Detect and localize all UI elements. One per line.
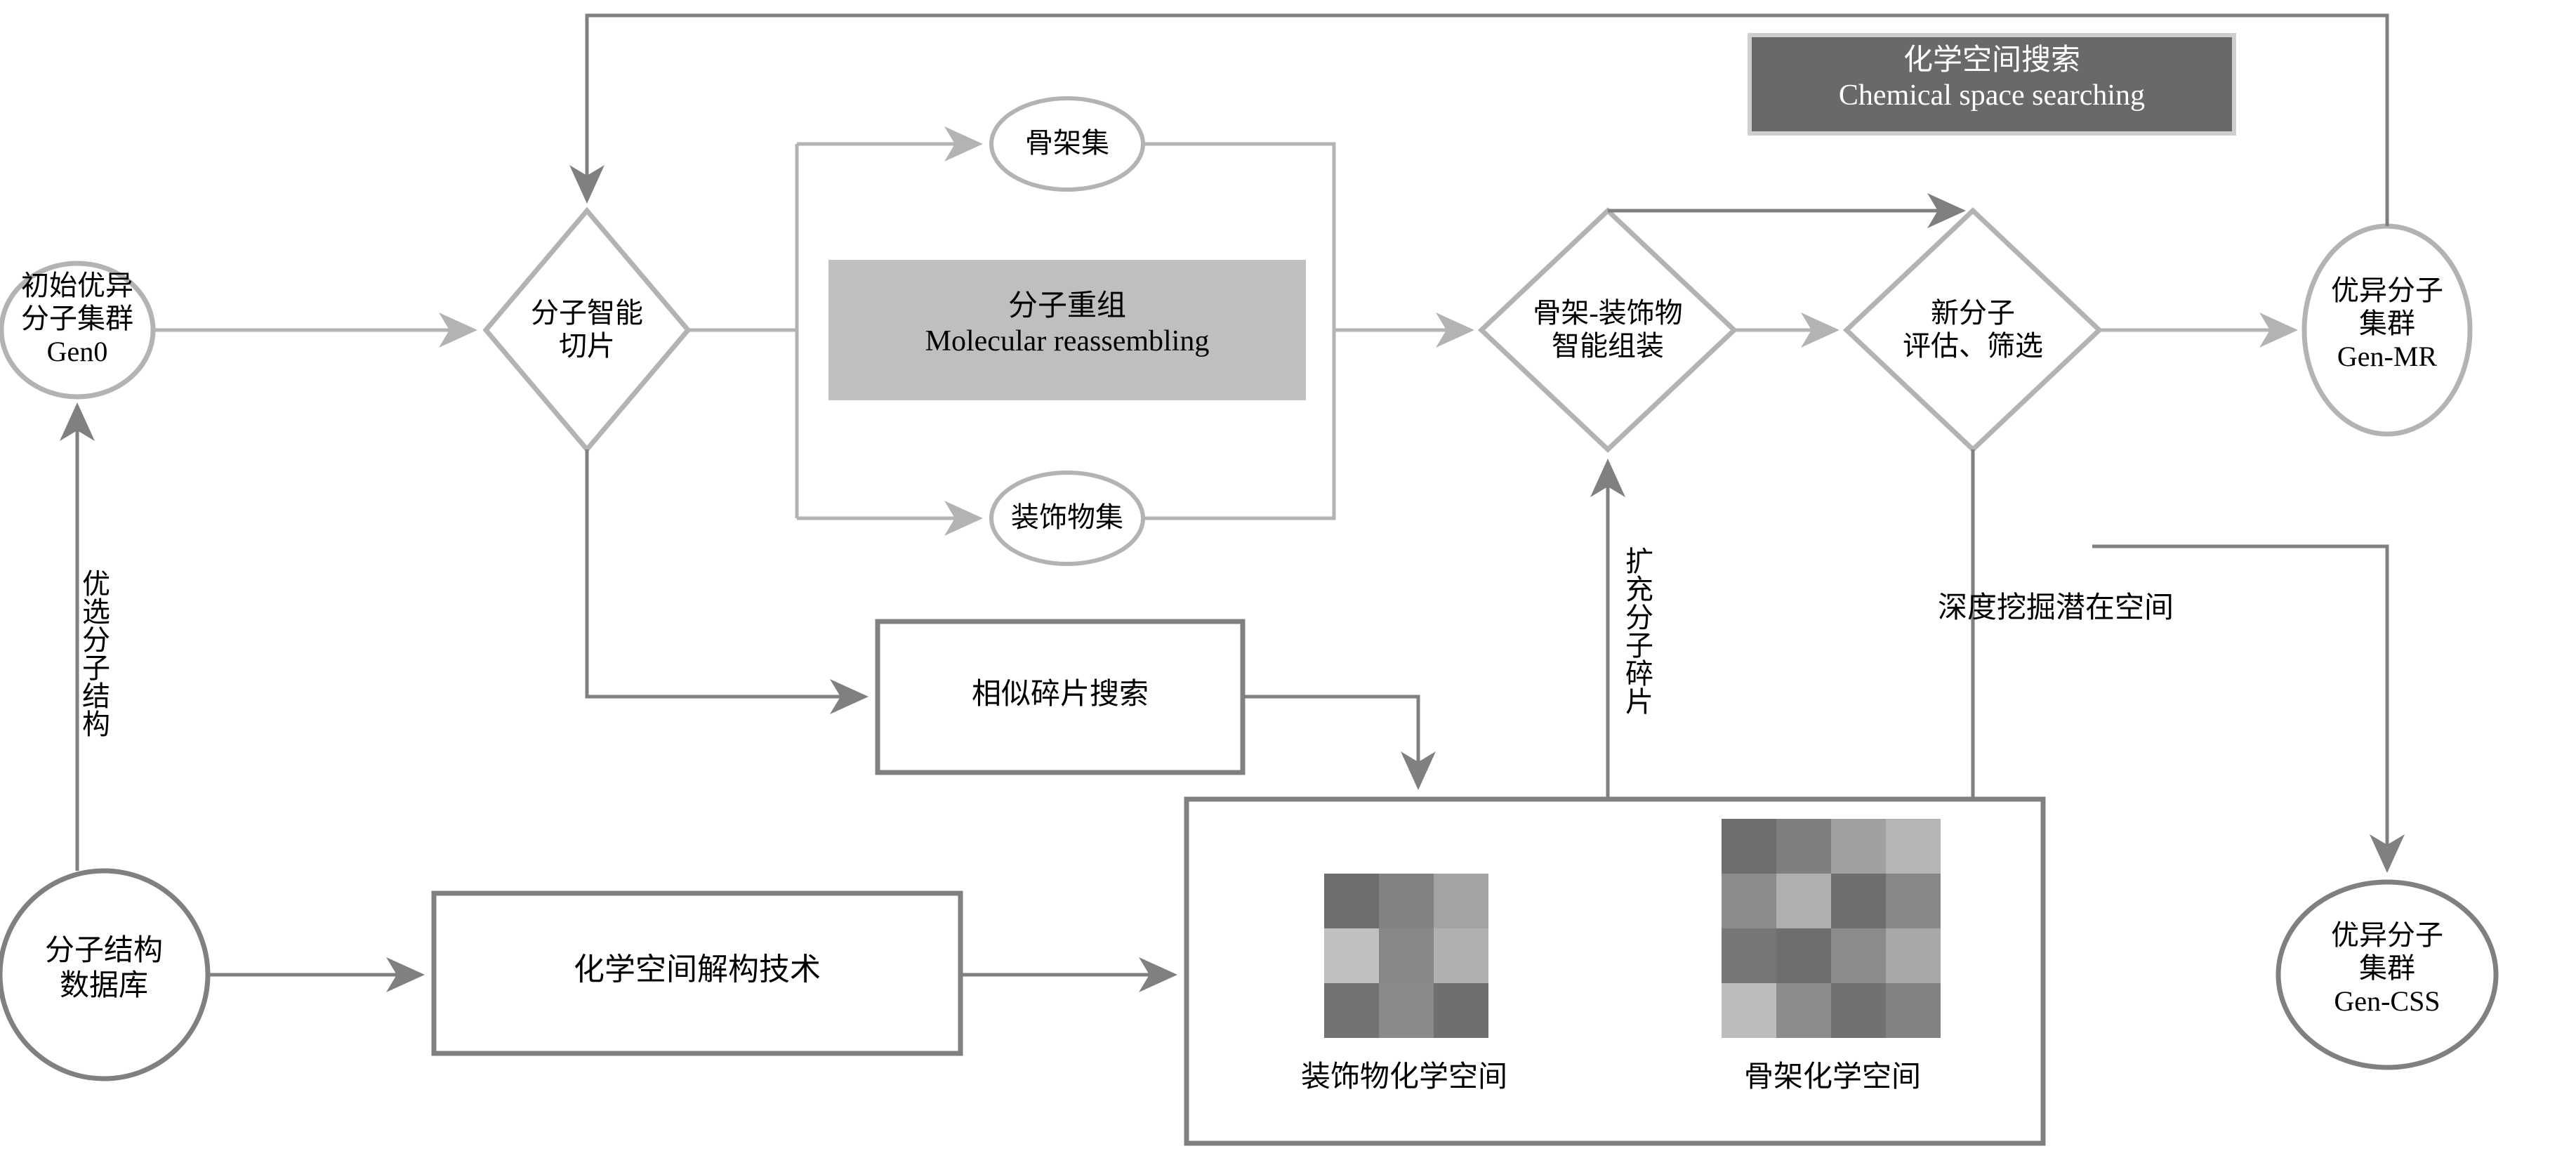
node-scaffold-set xyxy=(989,96,1145,192)
edge-fragment-search-to-space xyxy=(1243,695,1436,790)
label-evaluation: 新分子 评估、筛选 xyxy=(1903,297,2043,362)
node-assembly xyxy=(1477,207,1738,453)
label-scaffold-set: 骨架集 xyxy=(1025,127,1109,159)
node-decoration-set xyxy=(989,471,1145,566)
label-gen-css: 优异分子 集群 Gen-CSS xyxy=(2331,919,2443,1018)
label-gen-mr: 优异分子 集群 Gen-MR xyxy=(2331,275,2443,373)
edge-deep-mining-to-gencss xyxy=(2092,544,2405,873)
label-heatmap-scaffold: 骨架化学空间 xyxy=(1743,1061,1921,1093)
label-reassembling: 分子重组 Molecular reassembling xyxy=(925,290,1210,357)
node-reassembling xyxy=(828,260,1306,400)
label-fragment-search: 相似碎片搜索 xyxy=(971,678,1149,711)
label-assembly: 骨架-装饰物 智能组装 xyxy=(1533,297,1683,362)
edge-slicing-to-fragment-search xyxy=(585,449,868,714)
heatmap-decoration xyxy=(1324,874,1488,1038)
edge-genmr-feedback-to-slicing xyxy=(569,13,2389,226)
node-css-banner xyxy=(1748,33,2236,136)
node-gen-css xyxy=(2276,879,2499,1070)
label-deep-mining: 深度挖掘潜在空间 xyxy=(1938,592,2174,624)
label-select-structure: 优选分子结构 xyxy=(78,569,110,737)
heatmap-scaffold xyxy=(1722,819,1941,1038)
label-expand-fragments: 扩充分子碎片 xyxy=(1621,546,1653,715)
node-deconstruct xyxy=(431,890,963,1056)
label-database: 分子结构 数据库 xyxy=(44,935,163,1002)
label-decoration-set: 装饰物集 xyxy=(1011,501,1123,533)
label-slicing: 分子智能 切片 xyxy=(531,297,643,362)
label-deconstruct: 化学空间解构技术 xyxy=(574,952,821,987)
label-heatmap-decoration: 装饰物化学空间 xyxy=(1300,1061,1507,1093)
label-gen0: 初始优异 分子集群 Gen0 xyxy=(21,270,133,368)
label-css-banner: 化学空间搜索 Chemical space searching xyxy=(1838,44,2146,112)
